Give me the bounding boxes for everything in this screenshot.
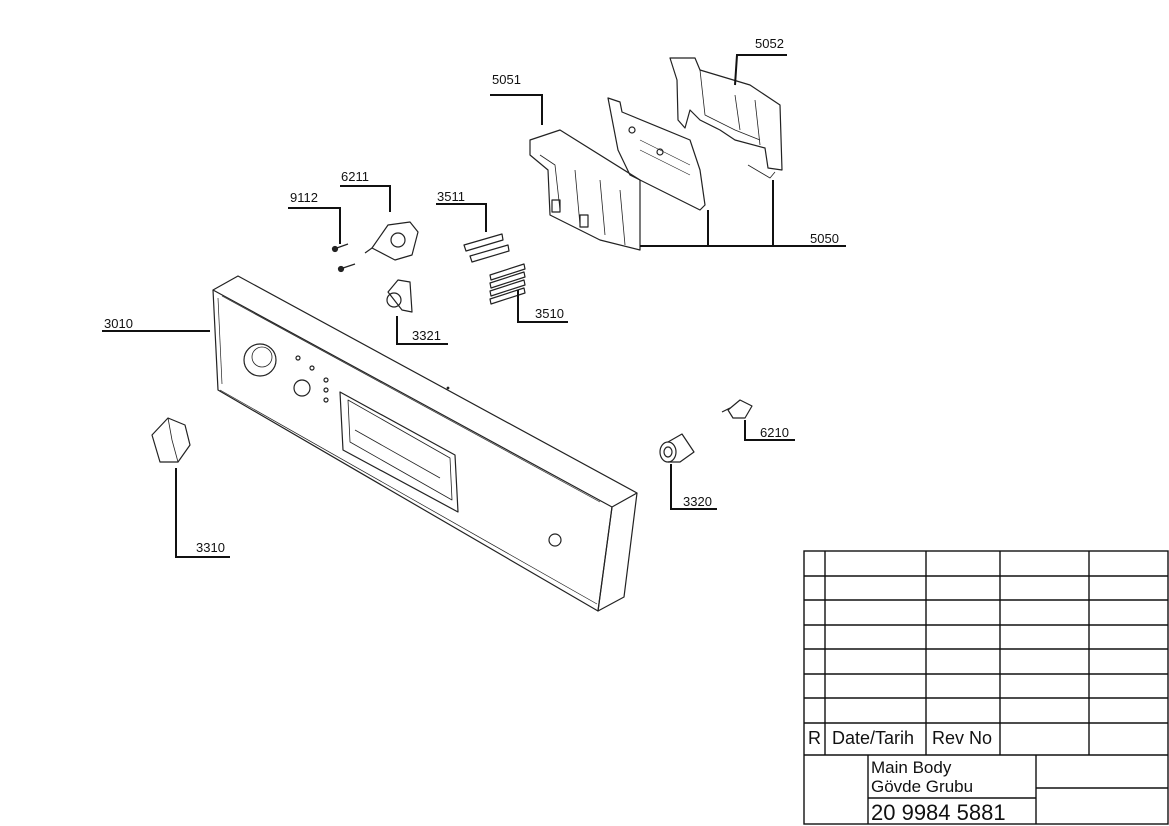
- knob-3310: [151, 417, 191, 463]
- drawing-title-turkish: Gövde Grubu: [871, 777, 974, 796]
- title-block: [803, 550, 1169, 825]
- part-label-3310: 3310: [196, 540, 225, 555]
- part-label-6211: 6211: [341, 169, 369, 184]
- part-label-6210: 6210: [760, 425, 789, 440]
- electronic-board: [607, 97, 706, 211]
- part-label-3320: 3320: [683, 494, 712, 509]
- knob-bracket-3321: [386, 279, 413, 313]
- switch-6211: [364, 221, 419, 261]
- buttons-3510: [489, 263, 526, 305]
- main-frame-5052: [669, 57, 783, 179]
- part-label-3010: 3010: [104, 316, 133, 331]
- part-label-3321: 3321: [412, 328, 441, 343]
- control-panel-3010: [212, 275, 638, 612]
- switch-6210: [721, 399, 753, 419]
- part-label-9112: 9112: [290, 190, 318, 205]
- part-label-5051: 5051: [492, 72, 521, 87]
- revision-column-header: R: [808, 728, 821, 748]
- leader-lines: [102, 54, 846, 558]
- part-label-3510: 3510: [535, 306, 564, 321]
- button-holder-5051: [529, 129, 641, 251]
- document-number: 20 9984 5881: [871, 800, 1006, 825]
- screws-9112: [331, 243, 356, 273]
- buttons-3511: [463, 233, 510, 263]
- drawing-title-english: Main Body: [871, 758, 952, 777]
- button-3320: [659, 433, 695, 463]
- part-label-5052: 5052: [755, 36, 784, 51]
- part-label-3511: 3511: [437, 189, 465, 204]
- part-label-5050: 5050: [810, 231, 839, 246]
- rev-no-column-header: Rev No: [932, 728, 993, 748]
- date-column-header: Date/Tarih: [832, 728, 915, 748]
